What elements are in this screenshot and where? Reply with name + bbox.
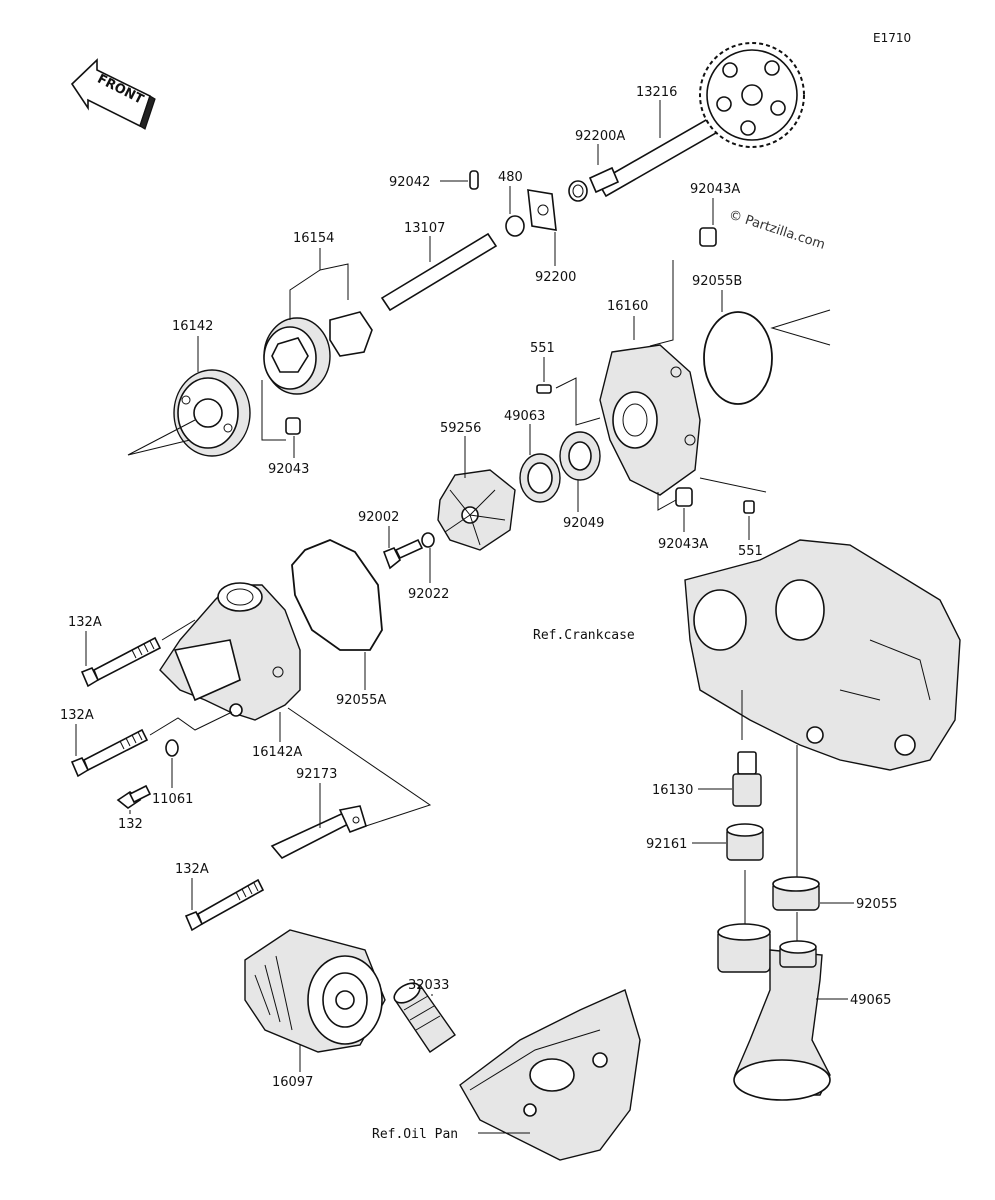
label-132A-1: 132A (68, 615, 102, 630)
label-16142: 16142 (172, 319, 213, 334)
part-92161-collar (726, 823, 764, 861)
label-92173: 92173 (296, 767, 337, 782)
part-92055-o-ring (772, 876, 820, 911)
label-16142A: 16142A (252, 745, 302, 760)
label-59256: 59256 (440, 421, 481, 436)
part-92022-washer (421, 532, 435, 548)
diagram-code: E1710 (873, 31, 911, 45)
part-92200A-washer (568, 180, 588, 202)
label-92043A-top: 92043A (690, 182, 740, 197)
oil-pan-reference (459, 989, 641, 1161)
part-92042-pin (469, 170, 479, 190)
label-49063: 49063 (504, 409, 545, 424)
part-92043A-dowel-top (699, 227, 717, 247)
part-11061-washer (165, 739, 179, 757)
label-92055: 92055 (856, 897, 897, 912)
part-59256-impeller (437, 469, 516, 551)
label-92042: 92042 (389, 175, 430, 190)
front-arrow-icon: FRONT (70, 58, 156, 130)
label-32033: 32033 (408, 978, 449, 993)
label-92200A: 92200A (575, 129, 625, 144)
part-92200-plate (527, 189, 557, 231)
label-92055A: 92055A (336, 693, 386, 708)
label-16130: 16130 (652, 783, 693, 798)
label-92022: 92022 (408, 587, 449, 602)
label-16154: 16154 (293, 231, 334, 246)
label-92049: 92049 (563, 516, 604, 531)
part-132A-bolt-2 (70, 728, 149, 778)
part-92055A-gasket (291, 539, 383, 651)
part-13107-shaft (380, 232, 498, 312)
part-32033-pipe (393, 982, 456, 1053)
label-13216: 13216 (636, 85, 677, 100)
part-551-top (536, 384, 552, 394)
label-551-bottom: 551 (738, 544, 763, 559)
part-92043-dowel (285, 417, 301, 435)
part-16097-oil-filter (244, 929, 386, 1053)
part-132-bolt (116, 784, 152, 809)
label-132A-3: 132A (175, 862, 209, 877)
label-16160: 16160 (607, 299, 648, 314)
label-92043: 92043 (268, 462, 309, 477)
label-16097: 16097 (272, 1075, 313, 1090)
label-551-top: 551 (530, 341, 555, 356)
crankcase-reference (684, 539, 961, 771)
part-551-bottom (743, 500, 755, 514)
label-13107: 13107 (404, 221, 445, 236)
label-92161: 92161 (646, 837, 687, 852)
part-49065-strainer-pipe (717, 923, 831, 1101)
label-92055B: 92055B (692, 274, 742, 289)
ref-crankcase-label: Ref.Crankcase (533, 628, 635, 643)
part-16160-pump-cover (599, 344, 701, 496)
label-49065: 49065 (850, 993, 891, 1008)
label-480: 480 (498, 170, 523, 185)
label-92002: 92002 (358, 510, 399, 525)
part-132A-bolt-3 (184, 878, 265, 932)
label-132: 132 (118, 817, 143, 832)
part-92173-bracket (270, 805, 367, 860)
part-480-circlip (505, 215, 525, 237)
part-16130-valve (732, 751, 762, 807)
watermark: © Partzilla.com (727, 208, 827, 253)
part-16142A-pump-housing (159, 582, 301, 721)
part-16154-rotor-set (263, 311, 373, 395)
label-92043A-bottom: 92043A (658, 537, 708, 552)
part-13216-shaft-gear (588, 42, 805, 198)
part-16142-pump-body (173, 369, 251, 457)
label-92200: 92200 (535, 270, 576, 285)
part-92055B-o-ring (703, 311, 773, 405)
label-11061: 11061 (152, 792, 193, 807)
ref-oil-pan-label: Ref.Oil Pan (372, 1127, 458, 1142)
part-92002-bolt (382, 538, 424, 570)
label-132A-2: 132A (60, 708, 94, 723)
part-132A-bolt-1 (80, 636, 162, 688)
part-92043A-dowel-bottom (675, 487, 693, 507)
